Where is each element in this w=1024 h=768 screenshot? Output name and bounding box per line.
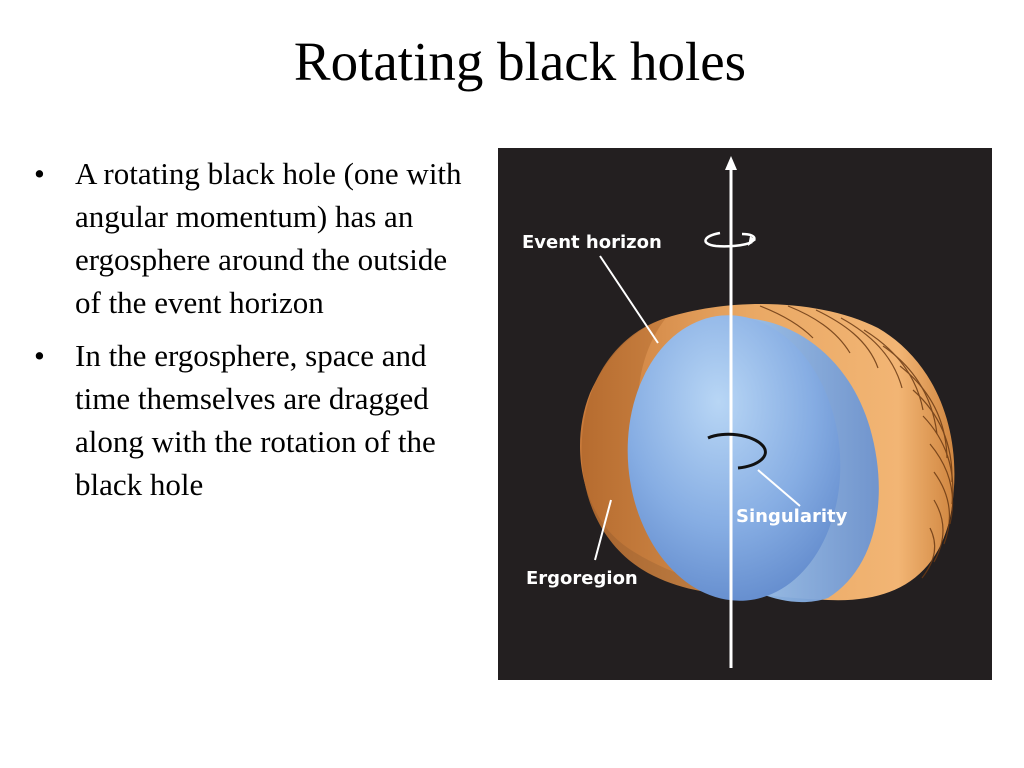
event-horizon-disc	[627, 315, 841, 601]
singularity-leader-line	[757, 469, 801, 507]
ergoregion-label: Ergoregion	[526, 568, 638, 589]
ergoregion-cut-face	[581, 318, 756, 595]
bullet-marker: •	[34, 156, 45, 191]
bullet-marker: •	[34, 338, 45, 373]
bullet-item: • A rotating black hole (one with angula…	[30, 152, 470, 324]
rotation-axis	[725, 156, 737, 668]
ergoregion-latitude-lines	[759, 305, 954, 579]
rotation-arrow-icon	[704, 231, 756, 248]
bullet-text: In the ergosphere, space and time themse…	[75, 338, 436, 502]
slide-title: Rotating black holes	[293, 31, 747, 92]
bullet-item: • In the ergosphere, space and time them…	[30, 334, 470, 506]
diagram-canvas: Event horizon Singularity Ergoregion	[522, 156, 955, 668]
singularity-ring	[707, 432, 767, 470]
bullet-list: • A rotating black hole (one with angula…	[30, 152, 470, 516]
event-horizon-shell	[734, 317, 879, 603]
bullet-text: A rotating black hole (one with angular …	[75, 156, 462, 320]
event-horizon-label: Event horizon	[522, 232, 662, 253]
rotating-black-hole-diagram: Event horizon Singularity Ergoregion	[498, 148, 992, 680]
singularity-label: Singularity	[736, 506, 848, 527]
event-horizon-leader-line	[599, 255, 659, 344]
ergoregion-leader-line	[594, 499, 612, 561]
